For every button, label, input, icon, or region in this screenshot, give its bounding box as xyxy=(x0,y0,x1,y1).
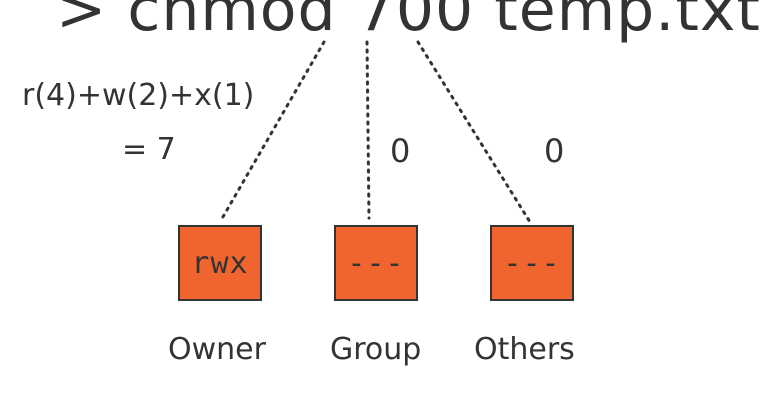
group-digit: 0 xyxy=(390,132,411,170)
command-text: > chmod 700 temp.txt xyxy=(56,0,761,45)
chmod-diagram: > chmod 700 temp.txt r(4)+w(2)+x(1) = 7 … xyxy=(22,0,760,367)
group-label: Group xyxy=(330,332,422,367)
others-connector-line xyxy=(416,40,532,224)
others-permission-box: --- xyxy=(490,225,574,301)
others-label: Others xyxy=(474,332,575,367)
connector-lines xyxy=(218,40,532,224)
owner-connector-line xyxy=(218,40,326,224)
group-connector-line xyxy=(365,40,371,220)
owner-calculation: r(4)+w(2)+x(1) xyxy=(22,78,255,113)
group-permission-box: --- xyxy=(334,225,418,301)
owner-calculation-result: = 7 xyxy=(122,132,176,167)
owner-label: Owner xyxy=(168,332,266,367)
owner-permission-box: rwx xyxy=(178,225,262,301)
others-digit: 0 xyxy=(544,132,565,170)
